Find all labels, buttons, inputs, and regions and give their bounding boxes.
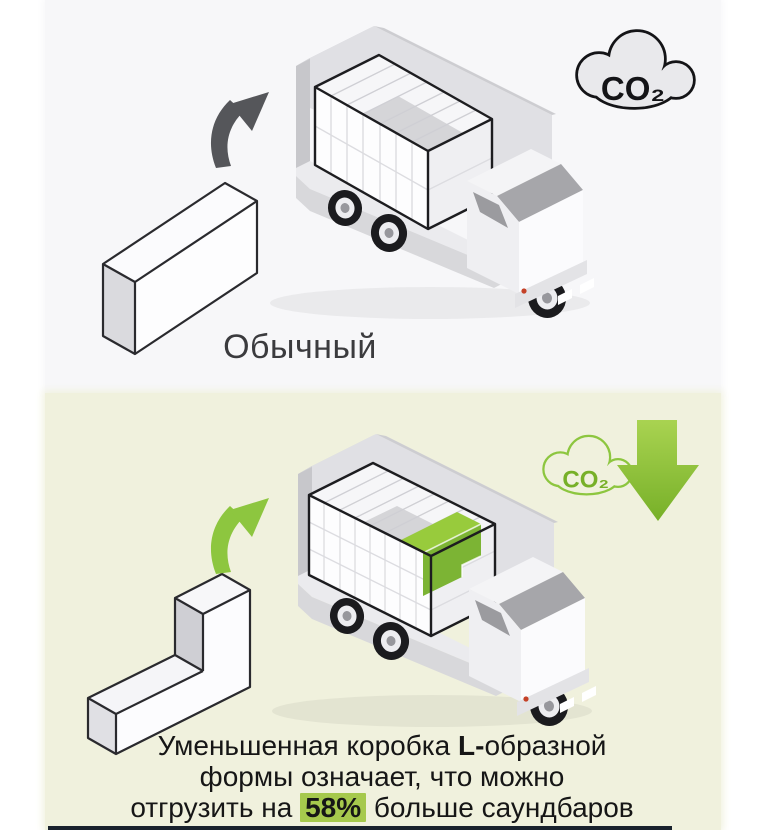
lshaped-caption: Уменьшенная коробка L-образной формы озн… [42,730,722,823]
caption-line-1: Уменьшенная коробка L-образной [157,730,607,761]
footer-divider-bar [48,826,672,830]
soundbar-extra-box [399,512,482,596]
caption-line-2: формы означает, что можно [199,761,565,792]
standard-section-label: Обычный [223,328,377,366]
truck-lshaped-cargo [307,461,497,638]
curved-arrow-green [210,498,269,574]
caption-line-3: отгрузить на 58% больше саундбаров [130,792,634,823]
co2-cloud-green: CO₂ [545,437,631,493]
co2-reduction-arrow [617,420,699,521]
truck-standard-cargo [313,53,494,231]
l-shaped-box-icon [86,572,252,756]
truck-standard [270,26,594,322]
curved-arrow-standard [210,92,269,168]
standard-box-icon [101,181,259,356]
co2-cloud-standard: CO₂ [578,32,693,107]
co2-label-standard: CO₂ [601,70,665,107]
truck-lshaped [272,434,596,730]
highlight-58-percent: 58% [300,793,367,822]
co2-label-green: CO₂ [562,466,609,493]
